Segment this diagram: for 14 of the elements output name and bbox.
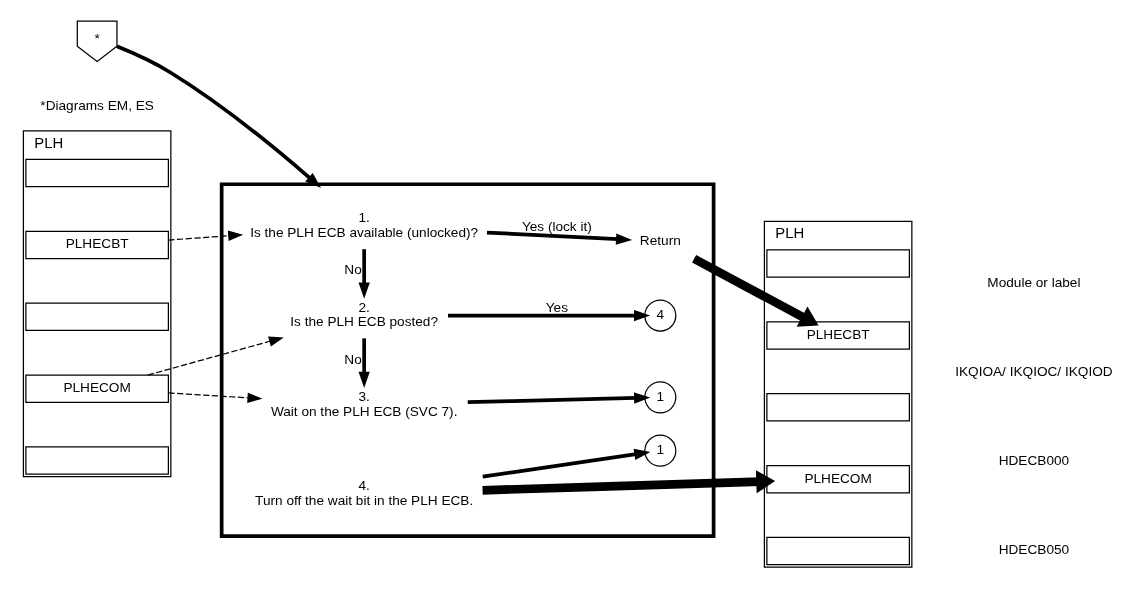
node-text: 1. Is the PLH ECB available (unlocked)? <box>250 210 479 241</box>
node-text: 4. Turn off the wait bit in the PLH ECB. <box>255 478 474 508</box>
edge-label: No <box>344 351 362 367</box>
label: HDECB000 <box>998 453 1070 469</box>
label: Module or label <box>987 274 1081 290</box>
node-text: 3. Wait on the PLH ECB (SVC 7). <box>270 388 458 419</box>
node-label: *Diagrams EM, ES <box>40 97 154 113</box>
edge-label: Yes <box>545 299 568 315</box>
label: IKQIOA/ IKQIOC/ IKQIOD <box>955 364 1113 380</box>
node-text: Return <box>639 232 681 248</box>
node-text: 2. Is the PLH ECB posted? <box>290 299 439 330</box>
edge-label: Yes (lock it) <box>521 219 592 235</box>
label: HDECB050 <box>998 542 1070 558</box>
edge-label: No <box>344 262 362 278</box>
